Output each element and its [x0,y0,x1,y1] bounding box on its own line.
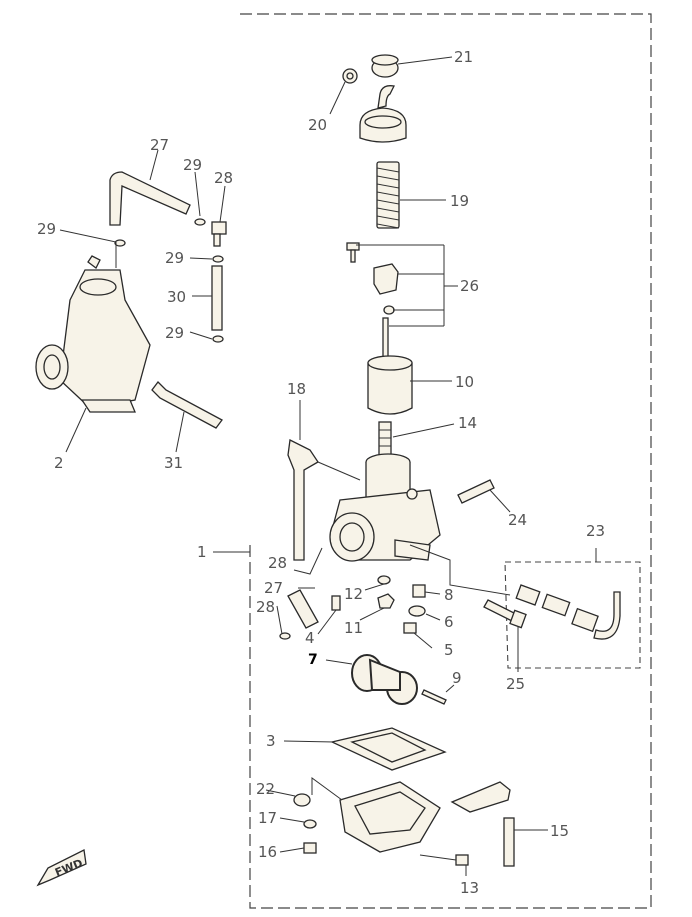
part-11-jet [377,593,395,609]
part-18-pipe [287,439,319,561]
part-labels: 21 20 19 26 10 14 18 24 23 1 28 27 12 8 … [37,48,605,897]
label-28-upper: 28 [214,169,233,187]
part-4-jet [331,595,341,611]
label-14: 14 [458,414,477,432]
label-9: 9 [452,669,462,687]
part-29-clamps [114,218,224,343]
label-20: 20 [308,116,327,134]
part-2-carburetor-assembly [35,255,151,413]
part-8-jet [412,584,426,598]
part-16-screw [303,842,317,854]
part-5-screw [403,622,417,634]
label-19: 19 [450,192,469,210]
part-20-nut [342,68,358,84]
float-bowl [339,781,441,853]
part-28-lower-clamp [279,632,291,640]
assembly-boundary [240,13,652,909]
part-26-needle-set [346,242,399,359]
label-30: 30 [167,288,186,306]
label-29-d: 29 [165,324,184,342]
label-27-upper: 27 [150,136,169,154]
label-26: 26 [460,277,479,295]
part-6-clip [408,605,426,617]
label-15: 15 [550,822,569,840]
label-29-a: 29 [183,156,202,174]
label-25: 25 [506,675,525,693]
top-cover [359,85,407,143]
part-24-air-screw [457,479,495,504]
label-29-c: 29 [165,249,184,267]
part-28-upper-fitting [211,221,227,247]
label-17: 17 [258,809,277,827]
forward-marker: FWD [36,849,87,887]
carburetor-body [329,453,441,562]
part-23-choke-cable [515,584,621,640]
label-24: 24 [508,511,527,529]
part-30-hose [211,265,223,331]
part-19-spring [376,161,400,229]
label-10: 10 [455,373,474,391]
part-31-hose [151,381,223,429]
forward-marker-label: FWD [53,857,85,880]
label-3: 3 [266,732,276,750]
part-15-drain-hose [450,781,515,867]
label-29-b: 29 [37,220,56,238]
part-13-screw [455,854,469,866]
part-27-lower-tube [287,589,319,629]
label-16: 16 [258,843,277,861]
leader-lines [59,56,597,876]
label-7: 7 [308,652,318,668]
label-6: 6 [444,613,454,631]
label-11: 11 [344,619,363,637]
part-7-float [351,654,418,705]
label-23: 23 [586,522,605,540]
label-12: 12 [344,585,363,603]
label-18: 18 [287,380,306,398]
part-10-throttle-valve [367,355,413,415]
part-17-washer [303,819,317,829]
part-27-upper-tube [109,171,191,226]
label-13: 13 [460,879,479,897]
label-2: 2 [54,454,64,472]
label-4: 4 [305,629,315,647]
label-21: 21 [454,48,473,66]
part-14-needle-jet [378,421,392,457]
part-21-cap [371,54,399,78]
label-1: 1 [197,543,207,561]
part-3-gasket [330,727,447,771]
label-8: 8 [444,586,454,604]
label-22: 22 [256,780,275,798]
subassembly-23-boundary [504,561,641,669]
label-28-low: 28 [256,598,275,616]
part-12-washer [377,575,391,585]
part-22-washer [293,793,311,807]
label-5: 5 [444,641,454,659]
label-27-lower: 27 [264,579,283,597]
part-25-plunger [483,599,527,629]
label-31: 31 [164,454,183,472]
part-9-pin [421,689,447,705]
label-28-mid: 28 [268,554,287,572]
